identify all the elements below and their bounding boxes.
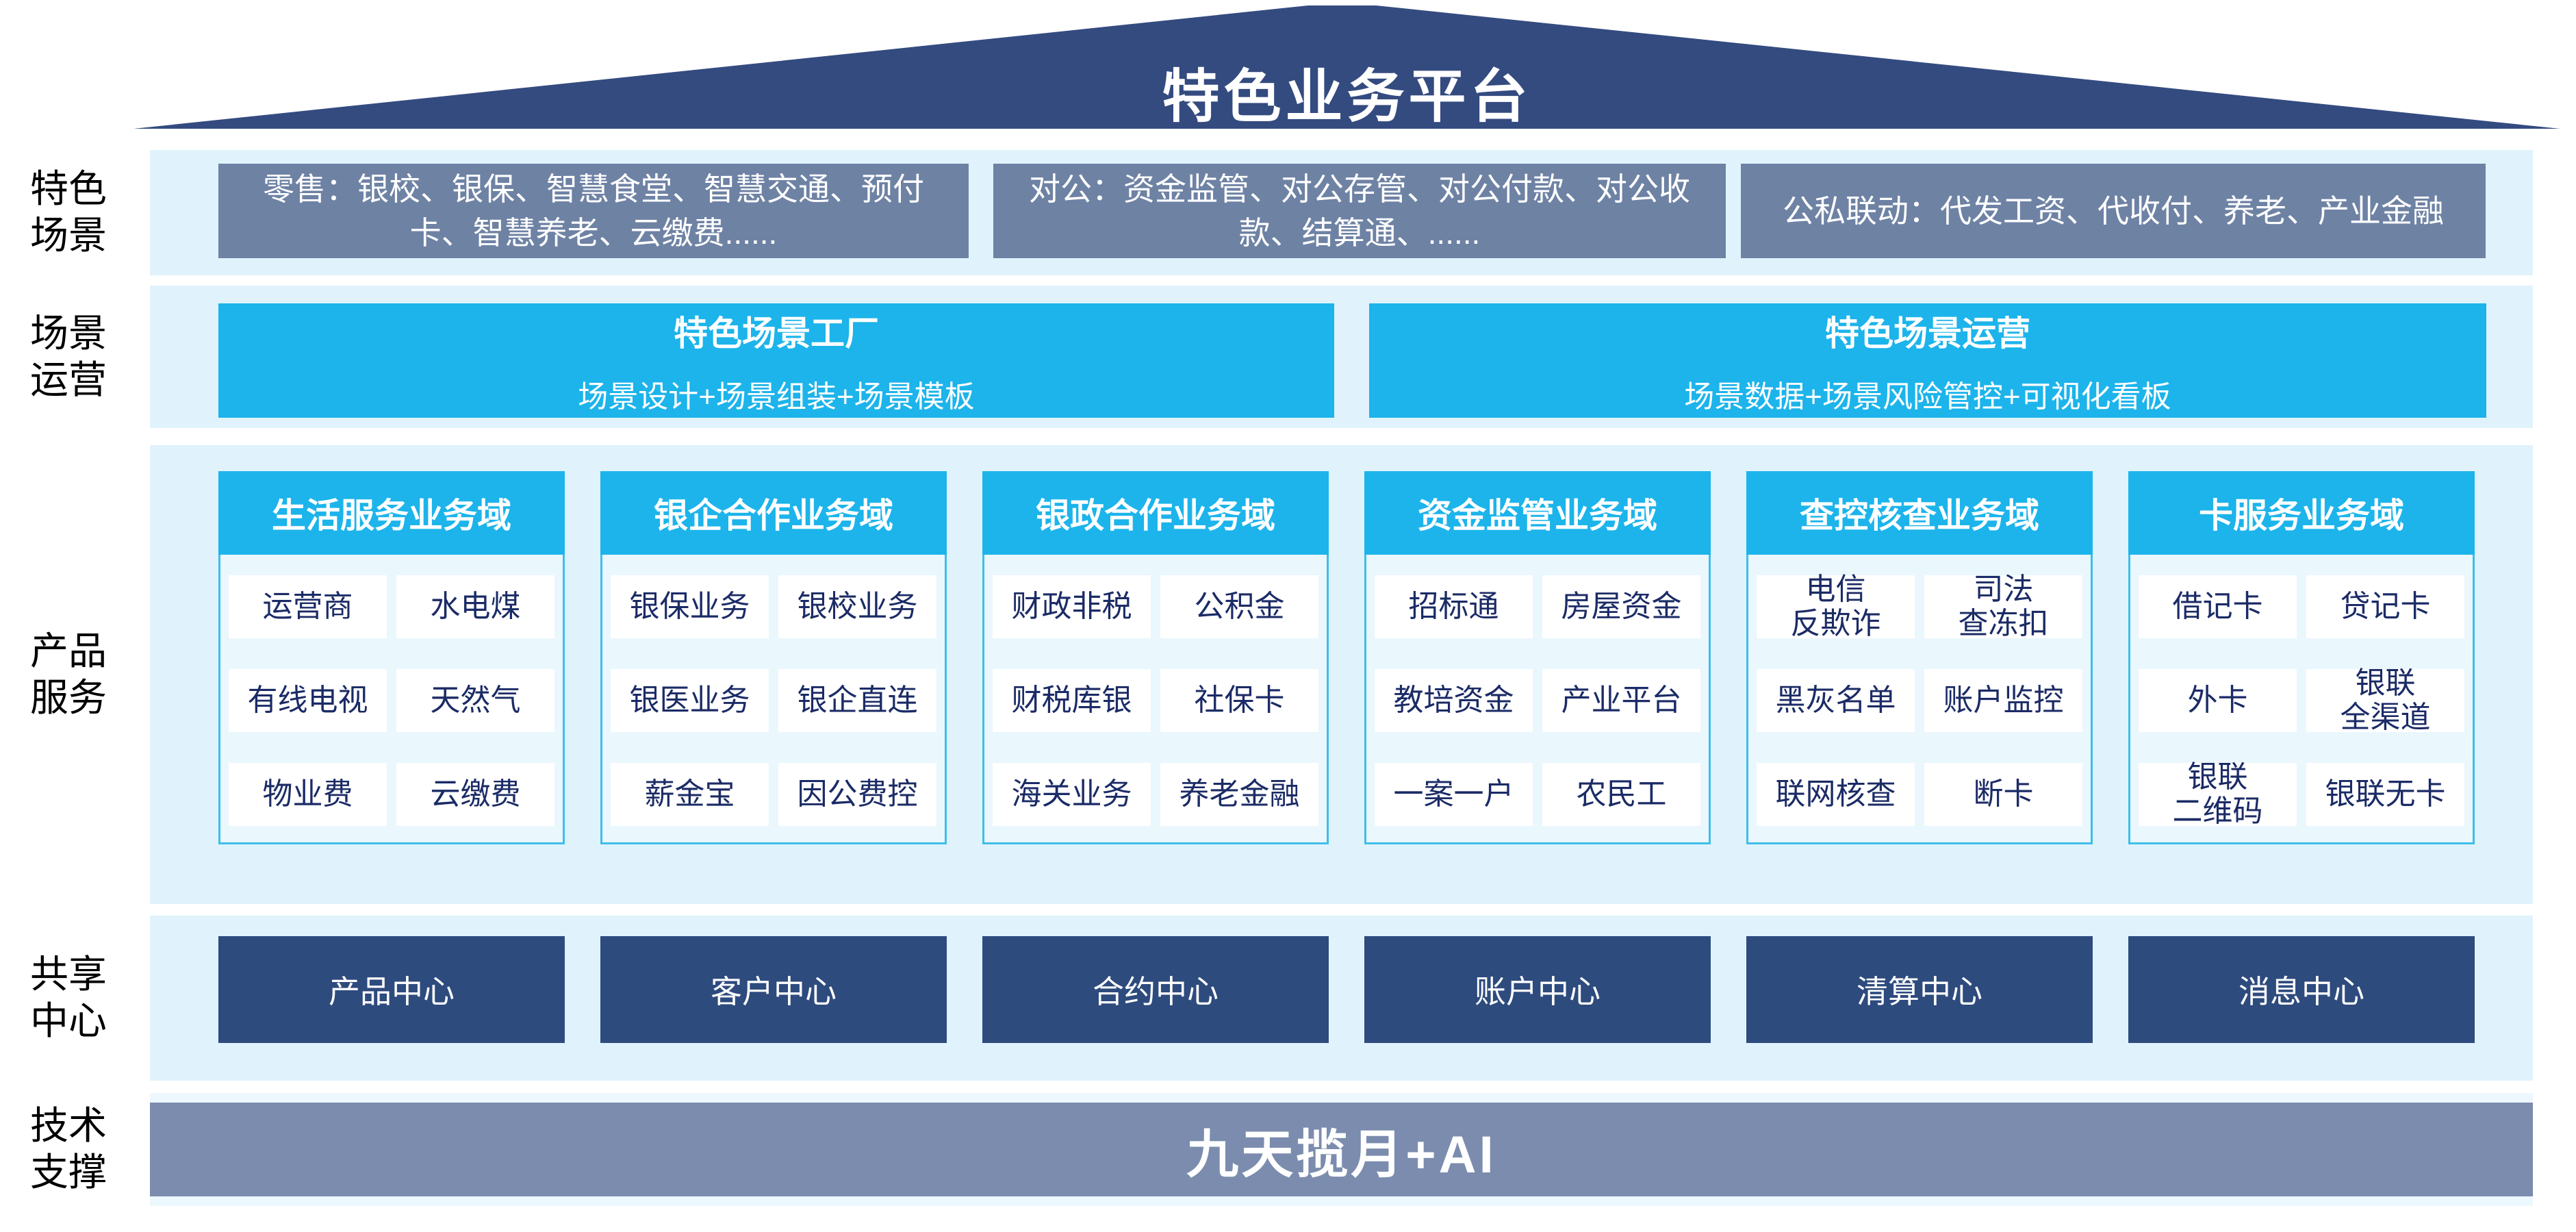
column-panel: 银保业务 银校业务 银医业务 银企直连 薪金宝 因公费控 [600,555,947,844]
row-label-line: 中心 [30,999,107,1042]
product-column-life-services: 生活服务业务域 运营商 水电煤 有线电视 天然气 物业费 云缴费 [218,471,565,844]
row-label-line: 场景 [30,312,107,355]
product-cell: 银联无卡 [2306,763,2464,826]
operation-box-subtitle: 场景数据+场景风险管控+可视化看板 [1684,379,2171,414]
shared-center-message: 消息中心 [2128,936,2475,1043]
column-header: 卡服务业务域 [2128,471,2475,555]
shared-center-clearing: 清算中心 [1746,936,2093,1043]
product-cell: 房屋资金 [1542,575,1700,638]
shared-center-customer: 客户中心 [600,936,947,1043]
row-label-operation: 场景 运营 [0,310,137,403]
product-cell: 一案一户 [1375,763,1533,826]
operation-box-factory: 特色场景工厂 场景设计+场景组装+场景模板 [218,303,1334,418]
operation-box-title: 特色场景运营 [1825,314,2030,353]
product-column-fund-supervision: 资金监管业务域 招标通 房屋资金 教培资金 产业平台 一案一户 农民工 [1364,471,1711,844]
column-header: 银企合作业务域 [600,471,947,555]
row-label-line: 服务 [30,676,107,719]
product-column-card-services: 卡服务业务域 借记卡 贷记卡 外卡 银联 全渠道 银联 二维码 银联无卡 [2128,471,2475,844]
shared-center-product: 产品中心 [218,936,565,1043]
product-cell: 天然气 [396,669,554,732]
product-cell: 财税库银 [993,669,1151,732]
product-cell: 农民工 [1542,763,1700,826]
scene-box-public-private: 公私联动：代发工资、代收付、养老、产业金融 [1741,164,2486,258]
shared-center-contract: 合约中心 [982,936,1329,1043]
product-cell: 运营商 [229,575,387,638]
row-label-line: 场景 [30,214,107,257]
product-cell: 薪金宝 [611,763,769,826]
product-column-bank-enterprise: 银企合作业务域 银保业务 银校业务 银医业务 银企直连 薪金宝 因公费控 [600,471,947,844]
product-cell: 产业平台 [1542,669,1700,732]
product-cell: 公积金 [1160,575,1318,638]
product-cell: 招标通 [1375,575,1533,638]
product-cell: 云缴费 [396,763,554,826]
operation-box-ops: 特色场景运营 场景数据+场景风险管控+可视化看板 [1369,303,2486,418]
row-label-line: 产品 [30,629,107,672]
product-cell: 黑灰名单 [1757,669,1915,732]
row-label-line: 共享 [30,953,107,996]
column-panel: 电信 反欺诈 司法 查冻扣 黑灰名单 账户监控 联网核查 断卡 [1746,555,2093,844]
row-label-line: 支撑 [30,1151,107,1194]
product-cell: 教培资金 [1375,669,1533,732]
product-cell: 银企直连 [778,669,936,732]
operation-box-title: 特色场景工厂 [674,314,879,353]
column-header: 资金监管业务域 [1364,471,1711,555]
column-panel: 财政非税 公积金 财税库银 社保卡 海关业务 养老金融 [982,555,1329,844]
scene-box-retail: 零售：银校、银保、智慧食堂、智慧交通、预付卡、智慧养老、云缴费...... [218,164,969,258]
product-cell: 社保卡 [1160,669,1318,732]
product-column-check-verification: 查控核查业务域 电信 反欺诈 司法 查冻扣 黑灰名单 账户监控 联网核查 断卡 [1746,471,2093,844]
row-label-tech: 技术 支撑 [0,1103,137,1196]
operation-box-subtitle: 场景设计+场景组装+场景模板 [578,379,975,414]
product-cell: 司法 查冻扣 [1924,573,2082,640]
product-cell: 外卡 [2139,669,2297,732]
row-label-line: 技术 [30,1104,107,1147]
product-cell: 银医业务 [611,669,769,732]
product-cell: 财政非税 [993,575,1151,638]
product-cell: 银联 二维码 [2139,760,2297,828]
column-panel: 借记卡 贷记卡 外卡 银联 全渠道 银联 二维码 银联无卡 [2128,555,2475,844]
product-cell: 物业费 [229,763,387,826]
tech-support-box: 九天揽月+AI [150,1103,2533,1196]
product-cell: 银保业务 [611,575,769,638]
row-label-products: 产品 服务 [0,628,137,721]
scene-box-corporate: 对公：资金监管、对公存管、对公付款、对公收款、结算通、...... [993,164,1726,258]
column-panel: 招标通 房屋资金 教培资金 产业平台 一案一户 农民工 [1364,555,1711,844]
column-header: 生活服务业务域 [218,471,565,555]
product-cell: 海关业务 [993,763,1151,826]
product-cell: 借记卡 [2139,575,2297,638]
product-cell: 电信 反欺诈 [1757,573,1915,640]
product-cell: 断卡 [1924,763,2082,826]
column-header: 银政合作业务域 [982,471,1329,555]
product-cell: 银联 全渠道 [2306,666,2464,734]
page-title: 特色业务平台 [1162,64,1532,129]
product-cell: 联网核查 [1757,763,1915,826]
product-cell: 有线电视 [229,669,387,732]
product-cell: 贷记卡 [2306,575,2464,638]
row-label-shared: 共享 中心 [0,951,137,1044]
column-panel: 运营商 水电煤 有线电视 天然气 物业费 云缴费 [218,555,565,844]
product-cell: 因公费控 [778,763,936,826]
product-column-bank-government: 银政合作业务域 财政非税 公积金 财税库银 社保卡 海关业务 养老金融 [982,471,1329,844]
shared-center-account: 账户中心 [1364,936,1711,1043]
row-label-line: 运营 [30,358,107,401]
product-cell: 银校业务 [778,575,936,638]
column-header: 查控核查业务域 [1746,471,2093,555]
product-cell: 养老金融 [1160,763,1318,826]
product-cell: 水电煤 [396,575,554,638]
row-label-line: 特色 [30,167,107,210]
row-label-scenes: 特色 场景 [0,166,137,259]
product-cell: 账户监控 [1924,669,2082,732]
